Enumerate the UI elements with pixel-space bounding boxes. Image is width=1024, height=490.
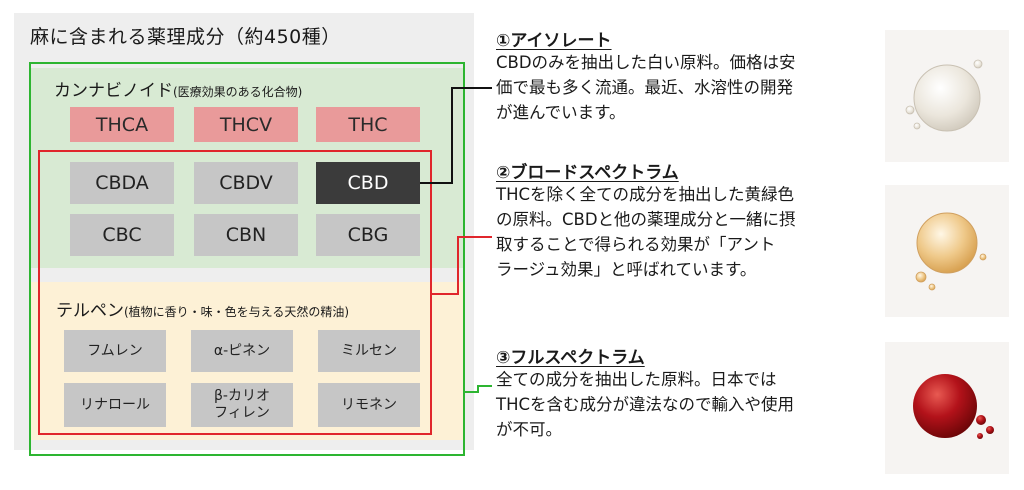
terpene-subtitle: (植物に香り・味・色を与える天然の精油) <box>124 305 350 319</box>
full-line-2: THCを含む成分が違法なので輸入や使用 <box>496 395 795 414</box>
cannabinoid-title: カンナビノイド <box>54 81 173 101</box>
broad-line-2: の原料。CBDと他の薬理成分と一緒に摂 <box>496 210 796 229</box>
broad-spectrum-oil-image <box>885 185 1009 317</box>
cannabinoid-subtitle: (医療効果のある化合物) <box>173 85 303 99</box>
isolate-drop-icon <box>905 59 983 132</box>
terpene-myrcene: ミルセン <box>318 330 420 372</box>
terpene-alpha-pinene: α-ピネン <box>191 330 293 372</box>
isolate-line-3: が進んでいます。 <box>496 103 626 122</box>
compound-cbn: CBN <box>194 214 298 256</box>
compound-thcv: THCV <box>194 107 298 142</box>
broad-spectrum-frame <box>38 150 432 435</box>
cannabinoid-heading: カンナビノイド(医療効果のある化合物) <box>54 76 302 101</box>
compound-cbda: CBDA <box>70 162 174 204</box>
terpene-limonene: リモネン <box>318 383 420 427</box>
compound-cbdv: CBDV <box>194 162 298 204</box>
broad-spectrum-heading: ②ブロードスペクトラム <box>496 163 679 183</box>
terpene-beta-caryophyllene: β-カリオ フィレン <box>191 383 293 427</box>
full-connector <box>465 385 492 393</box>
compound-cbg: CBG <box>316 214 420 256</box>
isolate-description: CBDのみを抽出した白い原料。価格は安 価で最も多く流通。最近、水溶性の開発 が… <box>496 50 886 125</box>
broad-line-3: 取することで得られる効果が「アント <box>496 235 776 254</box>
full-spectrum-frame <box>29 62 465 456</box>
isolate-connector <box>420 87 492 184</box>
compound-thca: THCA <box>70 107 174 142</box>
compound-cbd: CBD <box>316 162 420 204</box>
compound-cbc: CBC <box>70 214 174 256</box>
isolate-heading: ①アイソレート <box>496 31 612 51</box>
full-spectrum-oil-image <box>885 342 1009 474</box>
terpene-heading: テルペン(植物に香り・味・色を与える天然の精油) <box>56 296 349 321</box>
broad-spectrum-description: THCを除く全ての成分を抽出した黄緑色 の原料。CBDと他の薬理成分と一緒に摂 … <box>496 182 886 282</box>
compound-thc: THC <box>316 107 420 142</box>
broad-connector <box>432 236 492 295</box>
terpene-beta-caryophyllene-line2: フィレン <box>214 405 270 421</box>
broad-drop-icon <box>915 212 987 291</box>
isolate-oil-image <box>885 30 1009 162</box>
full-spectrum-heading: ③フルスペクトラム <box>496 348 645 368</box>
broad-line-1: THCを除く全ての成分を抽出した黄緑色 <box>496 185 795 204</box>
terpene-title: テルペン <box>56 301 124 321</box>
broad-line-4: ラージュ効果」と呼ばれています。 <box>496 260 757 279</box>
full-line-3: が不可。 <box>496 420 562 439</box>
isolate-line-1: CBDのみを抽出した白い原料。価格は安 <box>496 53 796 72</box>
full-drop-icon <box>913 374 994 439</box>
terpene-linalool: リナロール <box>64 383 166 427</box>
isolate-line-2: 価で最も多く流通。最近、水溶性の開発 <box>496 78 793 97</box>
terpene-beta-caryophyllene-line1: β-カリオ <box>214 388 270 404</box>
panel-title: 麻に含まれる薬理成分（約450種） <box>30 26 341 48</box>
full-spectrum-description: 全ての成分を抽出した原料。日本では THCを含む成分が違法なので輸入や使用 が不… <box>496 367 886 442</box>
terpene-humulene: フムレン <box>64 330 166 372</box>
full-line-1: 全ての成分を抽出した原料。日本では <box>496 370 777 389</box>
